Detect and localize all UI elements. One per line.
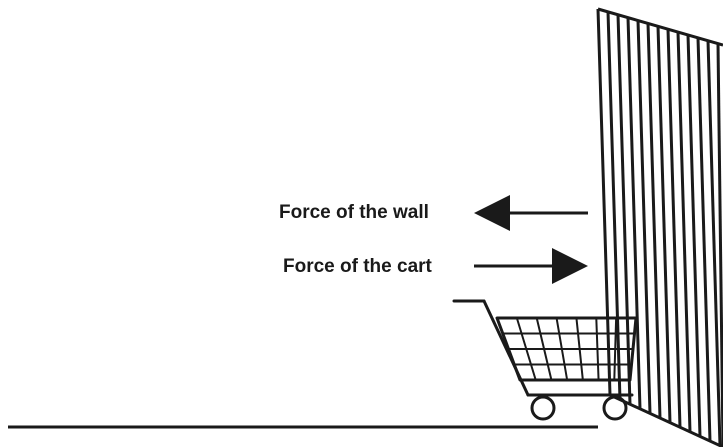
cart-force-label: Force of the cart [283,257,432,276]
arrow-right-icon [474,248,588,284]
wall-force-label: Force of the wall [279,203,429,222]
cart-force-head [552,248,588,284]
arrow-left-icon [474,195,588,231]
cart-wheel-front [532,397,554,419]
wall-force-head [474,195,510,231]
